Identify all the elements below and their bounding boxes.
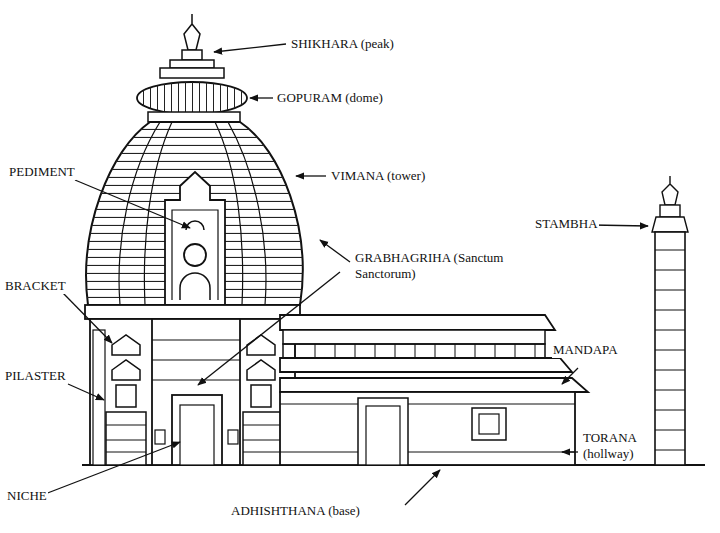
part-label: SHIKHARA (peak) xyxy=(290,36,395,52)
part-label: STAMBHA xyxy=(534,216,599,232)
part-label: VIMANA (tower) xyxy=(330,168,426,184)
part-label: NICHE xyxy=(6,488,48,504)
part-label: PILASTER xyxy=(4,368,67,384)
part-label: TORANA (hollway) xyxy=(582,430,654,462)
part-label: GOPURAM (dome) xyxy=(276,90,384,106)
leader-lines xyxy=(45,44,648,505)
part-label: BRACKET xyxy=(4,278,67,294)
part-label: MANDAPA xyxy=(552,342,619,358)
part-label: GRABHAGRIHA (Sanctum Sanctorum) xyxy=(354,250,556,282)
part-label: PEDIMENT xyxy=(8,164,76,180)
part-label: ADHISHTHANA (base) xyxy=(230,503,361,519)
